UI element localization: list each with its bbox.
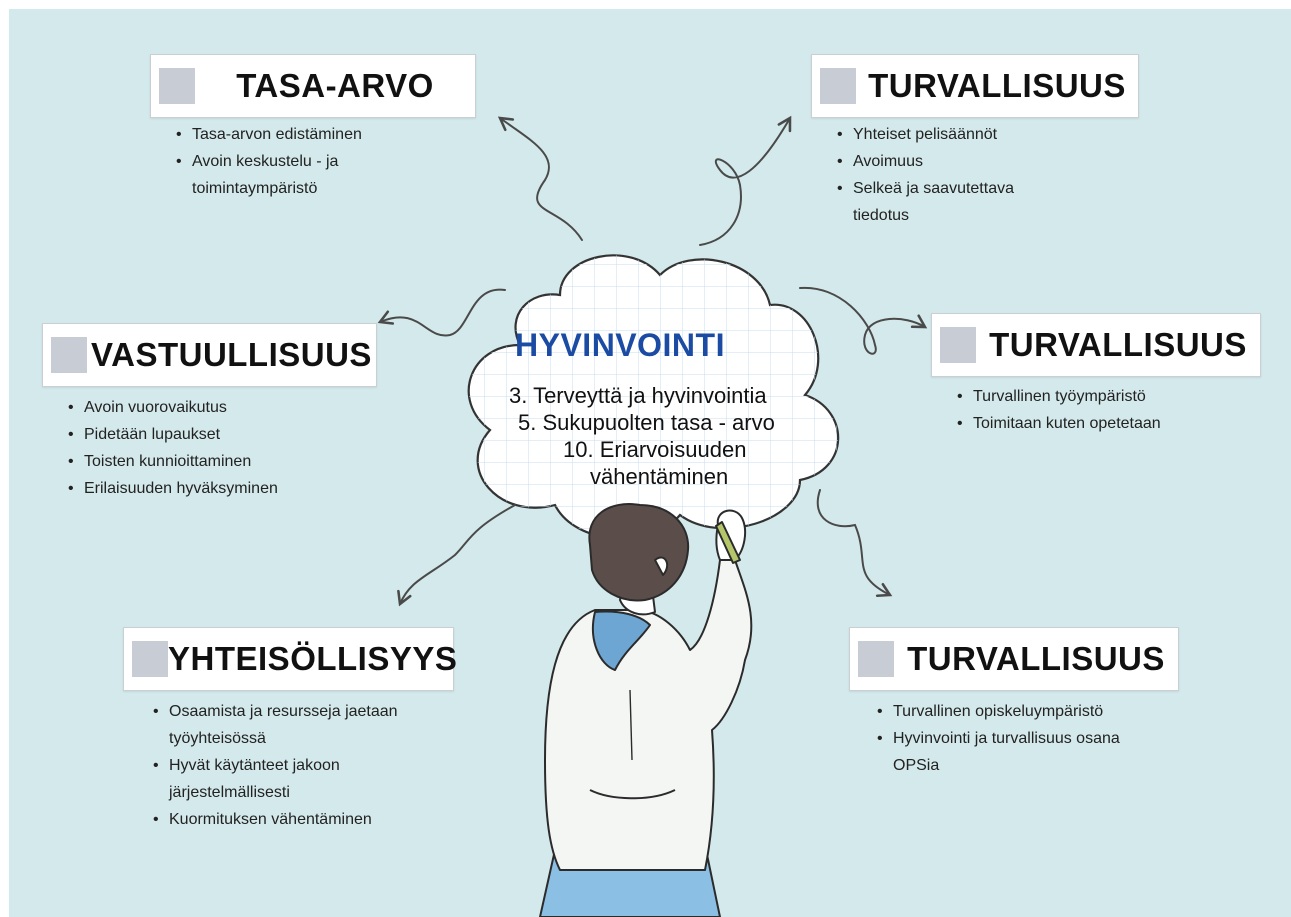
center-title: HYVINVOINTI [515,327,725,363]
center-line-4: vähentäminen [590,464,729,489]
person-drawing [539,503,753,917]
pen [715,521,741,564]
list-item: Avoin keskustelu - ja [174,148,362,175]
square-icon [132,641,168,677]
cloud-shape [467,254,840,540]
card-title: TURVALLISUUS [868,67,1126,104]
arrow-to-turvallisuus-top [699,115,792,246]
canvas: HYVINVOINTI 3. Terveyttä ja hyvinvointia… [9,9,1291,917]
list-item: Tasa-arvon edistäminen [174,121,362,148]
list-item: tiedotus [853,207,910,224]
arrow-to-tasa-arvo [497,116,583,241]
card-yhteisollisyys: YHTEISÖLLISYYS [123,627,458,691]
list-item: työyhteisössä [169,730,266,747]
square-icon [940,327,976,363]
list-item: Hyvät käytänteet jakoon [151,752,398,779]
hand [715,509,747,561]
card-title: YHTEISÖLLISYYS [168,640,458,677]
center-line-2: 5. Sukupuolten tasa - arvo [518,410,775,435]
list-item: OPSia [893,757,940,774]
card-turvallisuus-top: TURVALLISUUS [811,54,1139,118]
list-item: Avoin vuorovaikutus [66,394,278,421]
card-title: VASTUULLISUUS [91,336,372,373]
list-item: Yhteiset pelisäännöt [835,121,1014,148]
square-icon [159,68,195,104]
list-item: Osaamista ja resursseja jaetaan [151,698,398,725]
hood-inner [591,610,651,671]
hair [588,503,690,602]
list-item: Erilaisuuden hyväksyminen [66,475,278,502]
list-vastuullisuus: Avoin vuorovaikutus Pidetään lupaukset T… [66,394,278,502]
list-turvallisuus-top: Yhteiset pelisäännöt Avoimuus Selkeä ja … [835,121,1014,229]
arrow-to-turvallisuus-mid [799,286,928,355]
list-yhteisollisyys: Osaamista ja resursseja jaetaan työyhtei… [151,698,398,833]
card-vastuullisuus: VASTUULLISUUS [42,323,377,387]
card-title: TURVALLISUUS [989,326,1247,363]
square-icon [820,68,856,104]
list-item: toimintaympäristö [192,180,318,197]
list-turvallisuus-bottom: Turvallinen opiskeluympäristö Hyvinvoint… [875,698,1120,779]
list-tasa-arvo: Tasa-arvon edistäminen Avoin keskustelu … [174,121,362,202]
list-item: järjestelmällisesti [169,784,290,801]
center-line-3: 10. Eriarvoisuuden [563,437,747,462]
list-item: Kuormituksen vähentäminen [151,806,398,833]
square-icon [858,641,894,677]
arrow-to-turvallisuus-bottom [816,489,893,597]
list-item: Pidetään lupaukset [66,421,278,448]
list-item: Turvallinen työympäristö [955,383,1161,410]
center-line-1: 3. Terveyttä ja hyvinvointia [509,383,767,408]
card-turvallisuus-mid: TURVALLISUUS [931,313,1261,377]
list-item: Selkeä ja saavutettava [835,175,1014,202]
arrow-to-vastuullisuus [377,288,506,337]
list-item: Hyvinvointi ja turvallisuus osana [875,725,1120,752]
list-item: Turvallinen opiskeluympäristö [875,698,1120,725]
list-item: Avoimuus [835,148,1014,175]
square-icon [51,337,87,373]
card-title: TURVALLISUUS [907,640,1165,677]
list-item: Toisten kunnioittaminen [66,448,278,475]
card-tasa-arvo: TASA-ARVO [150,54,476,118]
illustration [377,115,928,917]
list-item: Toimitaan kuten opetetaan [955,410,1161,437]
arrow-to-yhteisollisyys [397,504,516,607]
list-turvallisuus-mid: Turvallinen työympäristö Toimitaan kuten… [955,383,1161,437]
card-title: TASA-ARVO [236,67,434,104]
card-turvallisuus-bottom: TURVALLISUUS [849,627,1179,691]
